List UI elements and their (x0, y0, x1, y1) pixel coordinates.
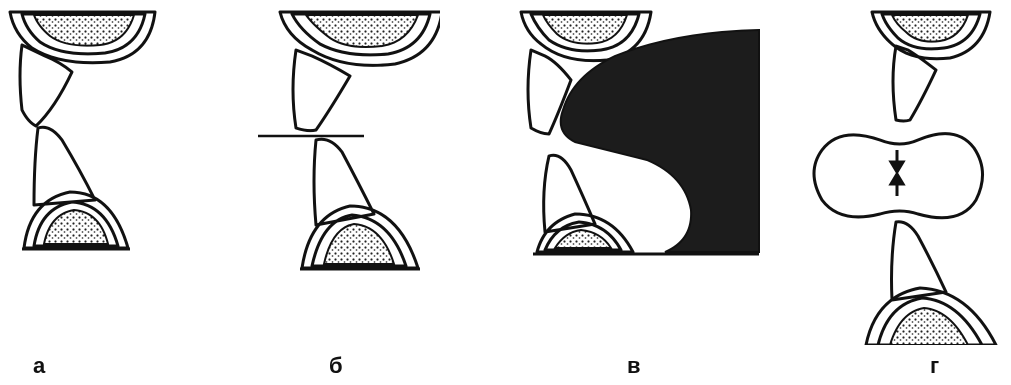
arrow-up-icon (891, 174, 903, 196)
upper-tooth (10, 12, 155, 126)
panel-d-drawing (800, 0, 1000, 345)
arrow-down-icon (891, 150, 903, 172)
panel-d (800, 0, 1000, 345)
caption-c: в (627, 355, 641, 377)
caption-b: б (329, 355, 343, 377)
lower-tooth (300, 139, 420, 269)
lower-tooth (866, 222, 996, 345)
panel-b (250, 0, 440, 275)
panel-c-drawing (515, 0, 765, 260)
bolus-mass (561, 30, 759, 252)
panel-a (0, 0, 170, 270)
panel-a-drawing (0, 0, 170, 270)
upper-tooth (280, 12, 440, 131)
lower-tooth (22, 127, 130, 249)
caption-a: а (33, 355, 45, 377)
panel-c (515, 0, 765, 260)
upper-tooth (872, 12, 990, 121)
caption-d: г (930, 355, 939, 377)
bolus-outline (814, 134, 983, 218)
panel-b-drawing (250, 0, 440, 275)
